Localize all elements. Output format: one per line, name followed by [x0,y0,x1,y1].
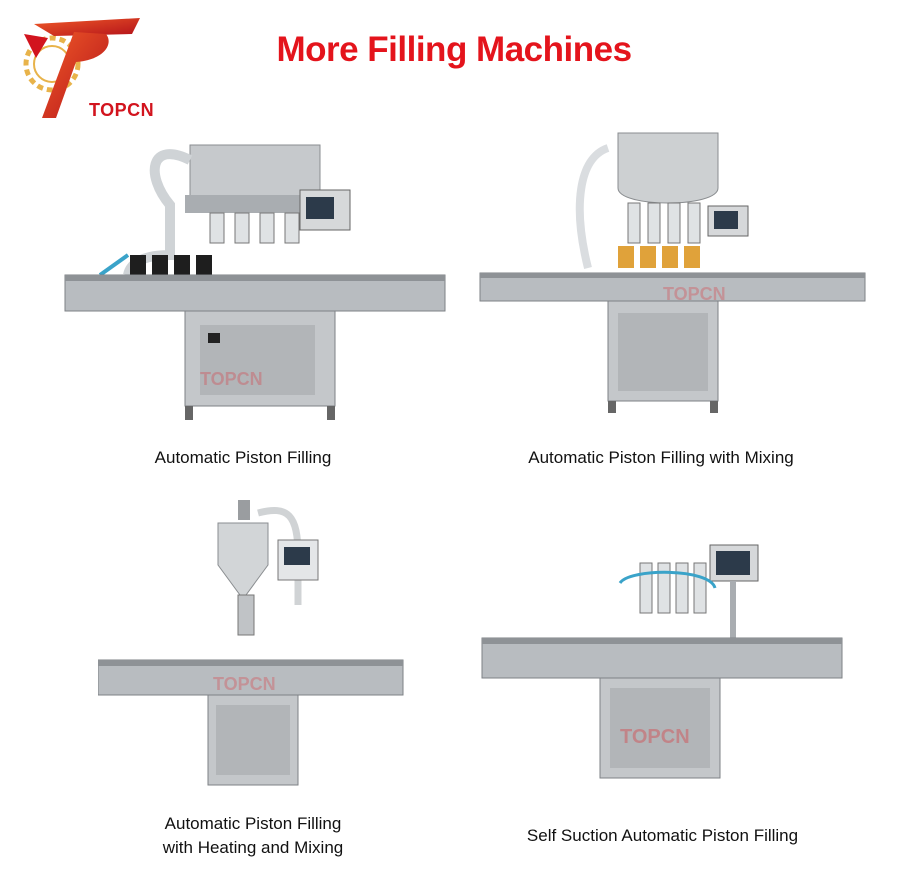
product-caption-2: Automatic Piston Filling with Mixing [528,448,794,467]
logo-text: TOPCN [89,100,155,120]
product-image-self-suction-piston-filling: TOPCN [481,544,843,779]
topcn-logo-icon [23,18,140,118]
product-caption-4: Self Suction Automatic Piston Filling [526,826,799,845]
watermark: TOPCN [200,369,263,389]
watermark: TOPCN [213,674,276,694]
product-image-piston-filling: TOPCN [64,144,446,420]
watermark: TOPCN [620,726,690,748]
product-image-piston-filling-mixing: TOPCN [479,132,866,413]
product-caption-1: Automatic Piston Filling [154,448,332,467]
product-image-piston-filling-heating-mixing: TOPCN [98,500,404,786]
page-title: More Filling Machines [276,30,632,69]
brand-logo: TOPCN [14,14,154,134]
watermark: TOPCN [663,284,726,304]
product-caption-3: Automatic Piston Filling with Heating an… [162,814,344,857]
